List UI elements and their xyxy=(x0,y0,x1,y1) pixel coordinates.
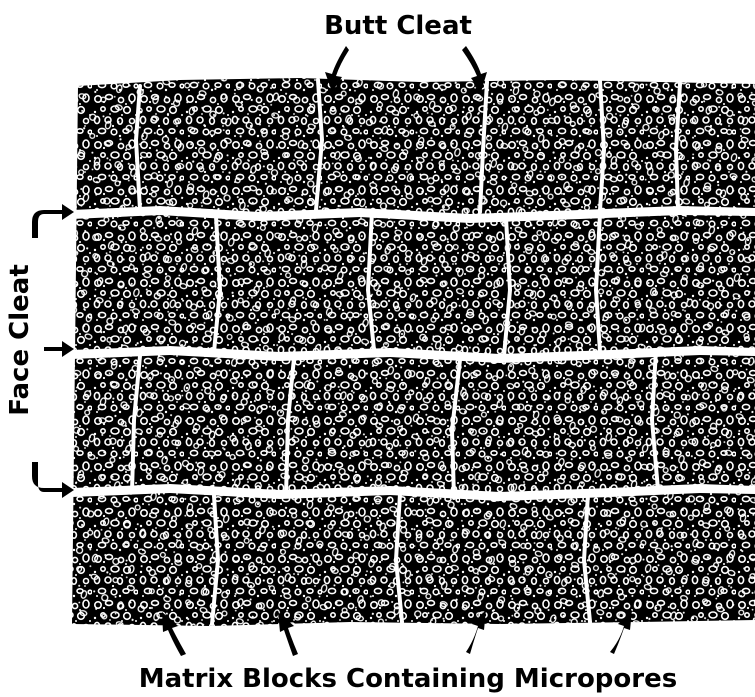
face-cleat-arrows xyxy=(32,204,74,498)
butt-cleat-label: Butt Cleat xyxy=(324,11,472,41)
bracket-arrow-icon xyxy=(32,462,74,498)
matrix-blocks-label: Matrix Blocks Containing Micropores xyxy=(139,664,677,694)
arrow-right-icon xyxy=(44,341,74,357)
bracket-arrow-icon xyxy=(32,204,74,238)
face-cleat-label: Face Cleat xyxy=(5,264,35,415)
